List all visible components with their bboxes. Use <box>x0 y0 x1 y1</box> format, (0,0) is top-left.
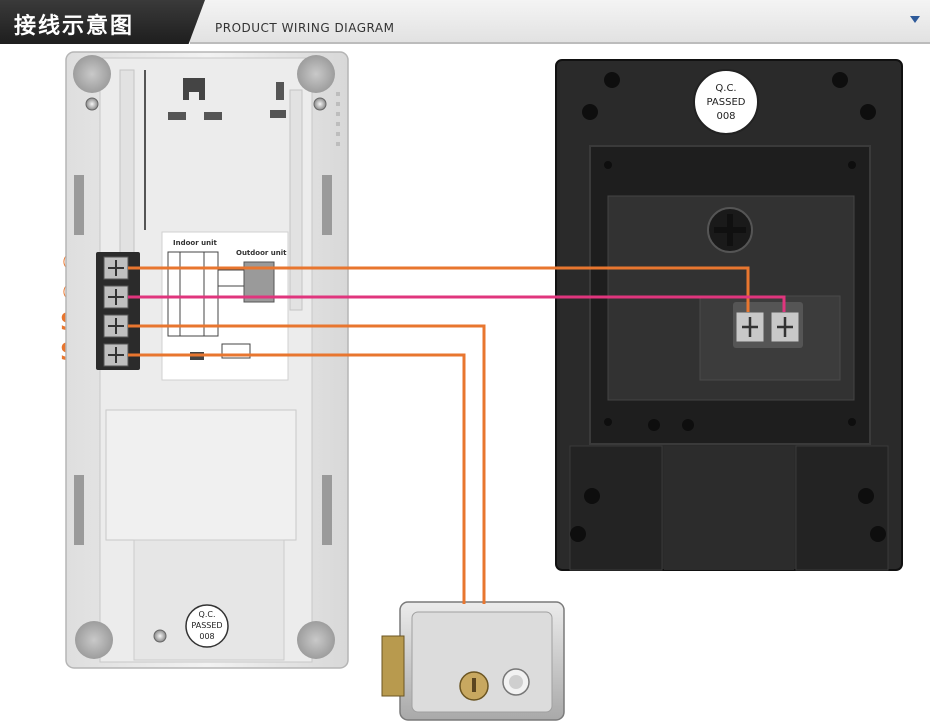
qc-badge-indoor <box>185 604 229 648</box>
header-bar: 接线示意图 PRODUCT WIRING DIAGRAM <box>0 0 930 44</box>
terminal-screw-2 <box>103 285 129 309</box>
qc-indoor-line2: PASSED <box>191 621 222 630</box>
indoor-terminal-block <box>96 252 140 370</box>
terminal-screw-1 <box>103 256 129 280</box>
outdoor-unit-back-panel <box>555 59 903 571</box>
wire-terminal-s1 <box>128 324 486 604</box>
qc-badge-outdoor <box>693 69 759 135</box>
qc-outdoor-line2: PASSED <box>707 97 746 108</box>
sticker-outdoor-label: Outdoor unit <box>236 249 287 257</box>
qc-outdoor-line1: Q.C. <box>715 83 736 94</box>
sticker-indoor-label: Indoor unit <box>173 239 217 247</box>
header-light-band <box>190 0 930 44</box>
header-title-en: PRODUCT WIRING DIAGRAM <box>215 21 395 35</box>
header-dark-band <box>0 0 205 44</box>
qc-indoor-line1: Q.C. <box>199 610 216 619</box>
qc-indoor-line3: 008 <box>199 632 214 641</box>
terminal-screw-s2 <box>103 343 129 367</box>
wiring-diagram: Indoor unit Outdoor unit Q.C. PASSED 0 <box>65 51 903 721</box>
wire-terminal-2 <box>128 295 786 312</box>
dropdown-arrow-icon[interactable] <box>910 16 920 23</box>
terminal-screw-s1 <box>103 314 129 338</box>
electric-lock <box>381 601 565 721</box>
wire-terminal-s2 <box>128 353 466 604</box>
qc-outdoor-line3: 008 <box>716 111 735 122</box>
header-title-cn: 接线示意图 <box>14 14 135 39</box>
